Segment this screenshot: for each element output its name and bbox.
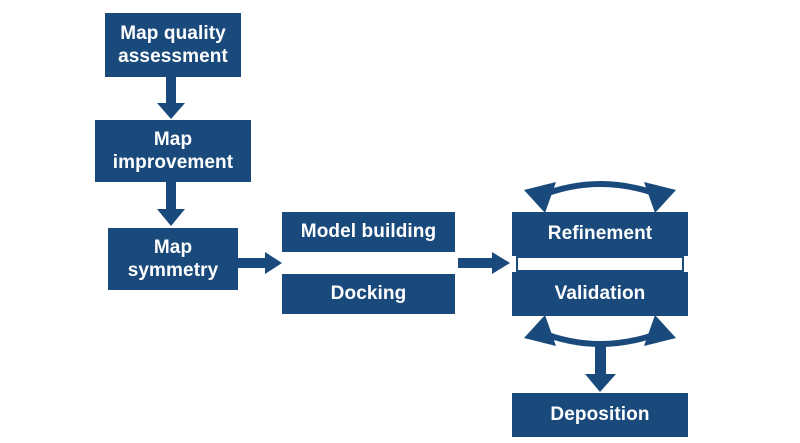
node-docking-label: Docking: [330, 283, 407, 305]
node-validation[interactable]: Validation: [512, 272, 688, 316]
node-map-improvement-label: Map improvement: [112, 128, 234, 173]
node-docking[interactable]: Docking: [282, 274, 455, 314]
node-map-symmetry-label: Map symmetry: [127, 236, 219, 281]
node-deposition[interactable]: Deposition: [512, 393, 688, 437]
node-refinement-label: Refinement: [547, 223, 653, 245]
node-deposition-label: Deposition: [550, 404, 650, 426]
node-model-building-label: Model building: [300, 221, 437, 243]
node-map-quality-assessment-label: Map quality assessment: [118, 22, 228, 67]
cycle-gap-separator: [516, 256, 684, 272]
node-map-improvement[interactable]: Map improvement: [95, 120, 251, 182]
node-validation-label: Validation: [554, 283, 646, 305]
node-refinement[interactable]: Refinement: [512, 212, 688, 256]
node-model-building[interactable]: Model building: [282, 212, 455, 252]
node-map-quality-assessment[interactable]: Map quality assessment: [105, 13, 241, 77]
node-map-symmetry[interactable]: Map symmetry: [108, 228, 238, 290]
